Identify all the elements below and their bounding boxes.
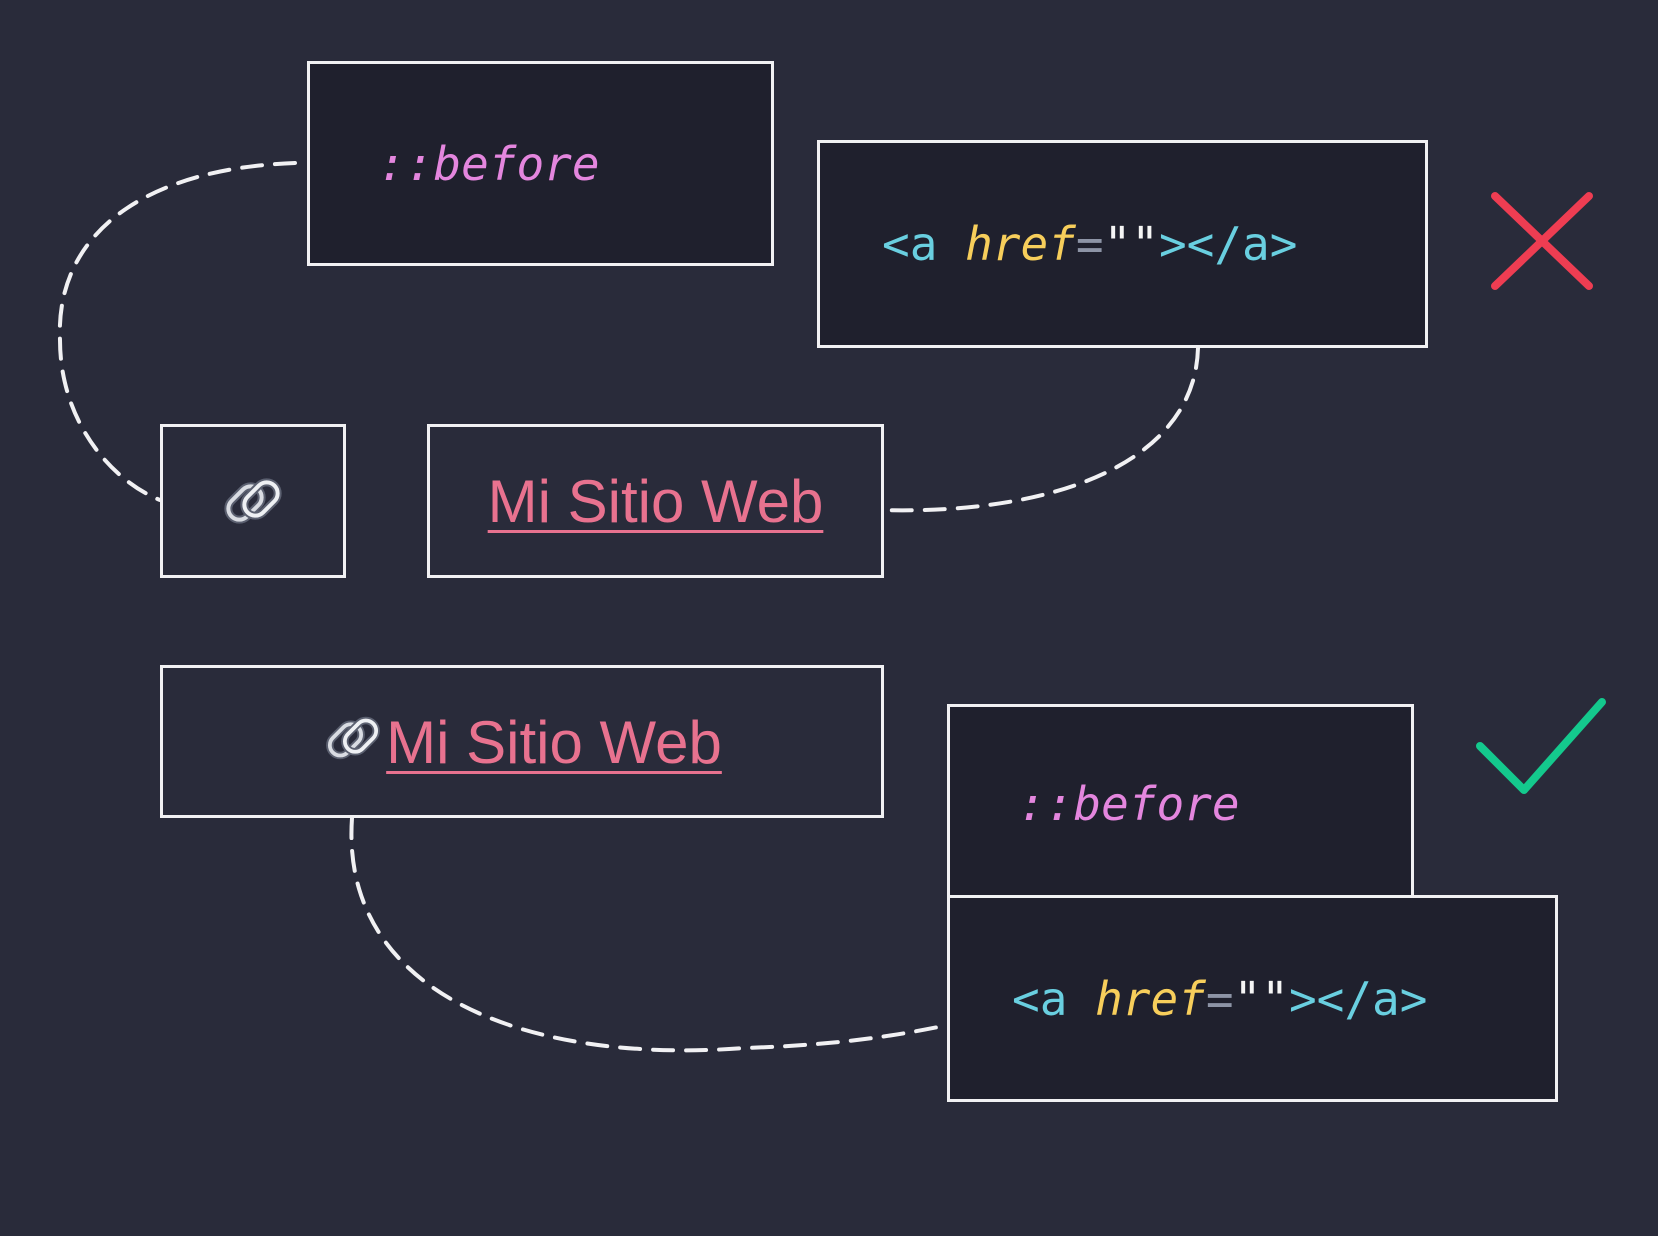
anchor-value: "" — [1103, 217, 1159, 271]
chain-link-icon — [326, 716, 381, 759]
before-label-top: ::before — [378, 136, 600, 191]
icon-box — [160, 424, 346, 578]
anchor-equals: = — [1205, 971, 1234, 1026]
x-mark-icon — [1491, 192, 1593, 290]
before-box-top: ::before — [307, 61, 774, 266]
anchor-close-tag: ></a> — [1288, 971, 1428, 1026]
anchor-attribute: href — [965, 217, 1076, 271]
connector-anchor-to-link — [878, 346, 1200, 513]
chain-link-icon — [224, 478, 282, 524]
anchor-code-box-bottom: <a href=""></a> — [947, 895, 1558, 1102]
check-mark-icon — [1476, 698, 1606, 794]
before-box-bottom: ::before — [947, 704, 1414, 904]
connector-combined-to-code — [349, 816, 950, 1053]
website-link-combined[interactable]: Mi Sitio Web — [322, 707, 722, 777]
website-link-combined-text: Mi Sitio Web — [386, 708, 722, 776]
anchor-open-tag: <a — [1012, 971, 1068, 1026]
anchor-open-tag: <a — [882, 217, 938, 271]
anchor-code-top: <a href=""></a> — [882, 217, 1297, 271]
anchor-close-tag: ></a> — [1158, 217, 1298, 271]
anchor-attribute: href — [1095, 971, 1206, 1026]
link-box-combined: Mi Sitio Web — [160, 665, 884, 818]
website-link-separate[interactable]: Mi Sitio Web — [487, 467, 824, 535]
before-label-bottom: ::before — [1018, 777, 1240, 831]
anchor-value: "" — [1233, 971, 1289, 1026]
anchor-code-box-top: <a href=""></a> — [817, 140, 1428, 348]
connector-before-to-icon — [57, 161, 297, 502]
anchor-code-bottom: <a href=""></a> — [1012, 972, 1427, 1026]
link-box-separate: Mi Sitio Web — [427, 424, 884, 578]
anchor-equals: = — [1075, 217, 1104, 271]
